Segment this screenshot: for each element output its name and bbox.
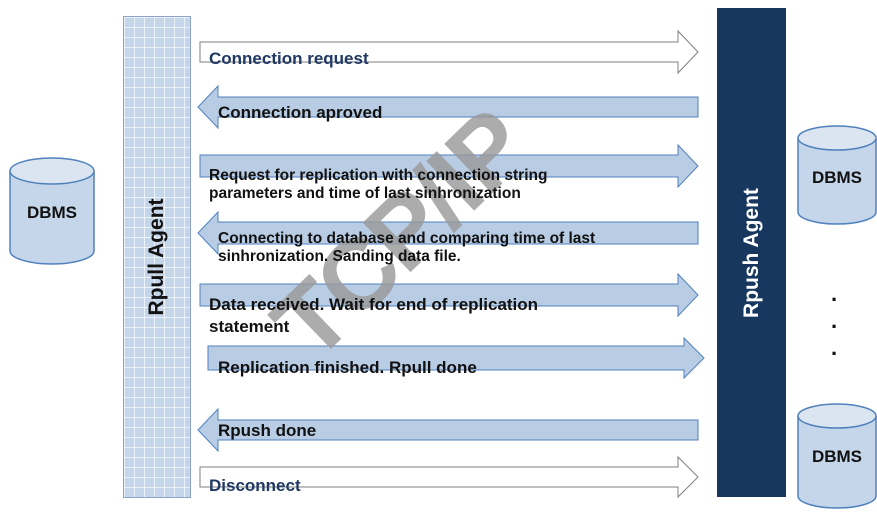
message-label: Replication finished. Rpull done [218, 358, 477, 377]
right-dbms-top-cylinder: DBMS [797, 125, 877, 225]
message-line: parameters and time of last sinhronizati… [209, 185, 521, 202]
database-icon [797, 125, 877, 225]
right-dbms-bottom-cylinder: DBMS [797, 403, 877, 509]
arrow-left [197, 210, 699, 256]
right-dbms-top-label: DBMS [811, 168, 863, 187]
arrow-right [199, 455, 699, 499]
rpull-agent-bar: Rpull Agent [123, 16, 191, 498]
arrow-right [207, 336, 705, 380]
arrow-left [197, 84, 699, 130]
left-dbms-label: DBMS [26, 203, 78, 222]
message-line: statement [209, 317, 290, 336]
ellipsis-dot: . [830, 281, 838, 306]
database-icon [797, 403, 877, 509]
rpush-agent-bar: Rpush Agent [717, 8, 786, 497]
database-icon [9, 157, 95, 265]
message-line: Data received. Wait for end of replicati… [209, 295, 539, 314]
message-label: Disconnect [209, 476, 301, 495]
message-line: sinhronization. Sanding data file. [218, 248, 461, 265]
message-label: Connection request [209, 49, 369, 68]
arrow-right [199, 272, 699, 318]
ellipsis-dot: . [830, 335, 838, 360]
arrow-right [199, 143, 699, 189]
right-dbms-bottom-label: DBMS [811, 447, 863, 466]
message-label: Data received. Wait for end of replicati… [209, 294, 538, 338]
left-dbms-cylinder: DBMS [9, 157, 95, 265]
message-label: Rpush done [218, 421, 317, 440]
message-label: Connection aproved [218, 103, 383, 122]
message-line: Request for replication with connection … [209, 167, 548, 184]
message-line: Connecting to database and comparing tim… [218, 230, 596, 247]
arrow-left [197, 407, 699, 453]
message-label: Connecting to database and comparing tim… [218, 230, 595, 266]
message-label: Request for replication with connection … [209, 167, 547, 203]
ellipsis: . . . [829, 280, 839, 361]
arrow-right [199, 29, 699, 75]
ellipsis-dot: . [830, 308, 838, 333]
